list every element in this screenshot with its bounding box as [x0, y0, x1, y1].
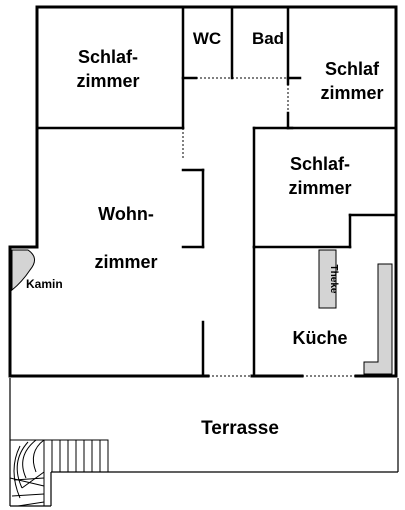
interior-walls: [35, 5, 398, 378]
label-schlafzimmer-2-line1: Schlaf: [325, 59, 380, 79]
label-schlafzimmer-3-line2: zimmer: [288, 178, 351, 198]
terrace-area: [9, 378, 399, 507]
exterior-walls: [8, 5, 398, 378]
label-schlafzimmer-3-line1: Schlaf-: [290, 154, 350, 174]
staircase: [9, 439, 109, 507]
fireplace-shape: [11, 249, 35, 292]
label-wc: WC: [193, 29, 221, 48]
label-kamin: Kamin: [26, 277, 63, 291]
label-wohnzimmer-line2: zimmer: [94, 252, 157, 272]
label-wohnzimmer-line1: Wohn-: [98, 204, 154, 224]
label-terrasse: Terrasse: [201, 418, 279, 439]
counter-shape: [318, 249, 337, 309]
kitchen-counter-shape: [363, 263, 393, 375]
label-schlafzimmer-1-line2: zimmer: [76, 71, 139, 91]
label-kueche: Küche: [292, 328, 347, 348]
door-openings: [9, 77, 356, 377]
label-schlafzimmer-1-line1: Schlaf-: [78, 47, 138, 67]
label-bad: Bad: [252, 29, 284, 48]
label-schlafzimmer-2-line2: zimmer: [320, 83, 383, 103]
label-theke: Theke: [328, 265, 339, 294]
